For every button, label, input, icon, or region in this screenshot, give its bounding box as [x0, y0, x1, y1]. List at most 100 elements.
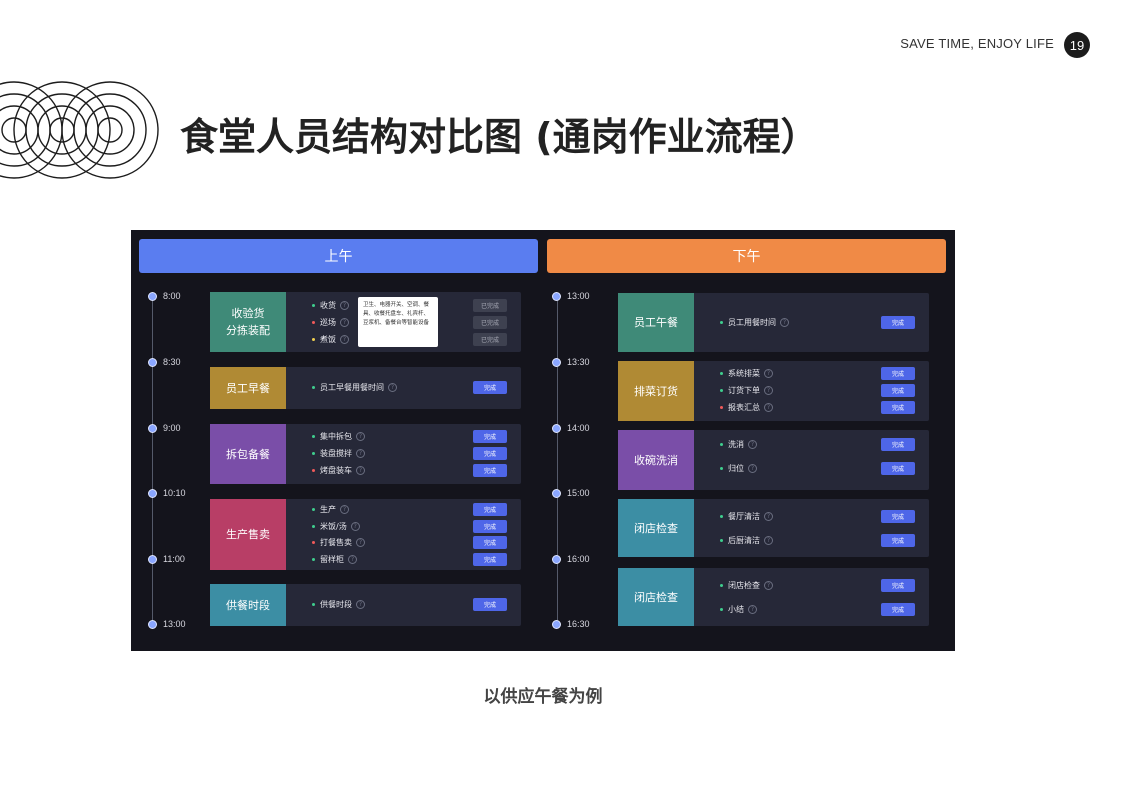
time-label: 15:00 [567, 488, 590, 498]
bullet-dot-icon [720, 467, 723, 470]
time-label: 13:00 [567, 291, 590, 301]
task-label: 订货下单 [728, 386, 760, 395]
task-item: 餐厅清洁? [720, 511, 773, 522]
time-marker: 11:00 [148, 554, 185, 564]
complete-button[interactable]: 完成 [473, 598, 507, 611]
help-icon[interactable]: ? [764, 536, 773, 545]
time-marker: 9:00 [148, 423, 181, 433]
task-label: 生产 [320, 505, 336, 514]
complete-button[interactable]: 完成 [473, 553, 507, 566]
task-label: 报表汇总 [728, 403, 760, 412]
complete-button[interactable]: 完成 [881, 438, 915, 451]
task-label: 巡场 [320, 318, 336, 327]
bullet-dot-icon [312, 321, 315, 324]
help-icon[interactable]: ? [340, 335, 349, 344]
help-icon[interactable]: ? [764, 369, 773, 378]
complete-button[interactable]: 完成 [881, 462, 915, 475]
task-label: 员工早餐用餐时间 [320, 383, 384, 392]
complete-button[interactable]: 完成 [881, 579, 915, 592]
category-label: 收碗洗消 [618, 430, 694, 490]
task-tooltip: 卫生、电器开关、空调、餐具、收餐托盘车、礼宾杆、豆浆机、备餐台等智能设备 [358, 297, 438, 347]
complete-button[interactable]: 完成 [881, 316, 915, 329]
time-dot-icon [148, 291, 157, 301]
complete-button[interactable]: 完成 [473, 447, 507, 460]
bullet-dot-icon [720, 608, 723, 611]
task-group: 拆包备餐集中拆包?完成装盘搅拌?完成烤盘装车?完成 [210, 424, 521, 484]
task-item: 烤盘装车? [312, 465, 365, 476]
bullet-dot-icon [312, 469, 315, 472]
bullet-dot-icon [312, 386, 315, 389]
complete-button[interactable]: 完成 [881, 401, 915, 414]
task-label: 烤盘装车 [320, 466, 352, 475]
complete-button[interactable]: 完成 [881, 534, 915, 547]
time-dot-icon [148, 423, 157, 433]
help-icon[interactable]: ? [340, 301, 349, 310]
bullet-dot-icon [720, 389, 723, 392]
concentric-circles-decoration [0, 81, 159, 179]
help-icon[interactable]: ? [780, 318, 789, 327]
complete-button[interactable]: 已完成 [473, 316, 507, 329]
bullet-dot-icon [720, 539, 723, 542]
complete-button[interactable]: 完成 [473, 503, 507, 516]
help-icon[interactable]: ? [356, 538, 365, 547]
help-icon[interactable]: ? [348, 555, 357, 564]
help-icon[interactable]: ? [356, 466, 365, 475]
task-item: 煮饭? [312, 334, 349, 345]
help-icon[interactable]: ? [356, 432, 365, 441]
complete-button[interactable]: 已完成 [473, 299, 507, 312]
complete-button[interactable]: 完成 [473, 430, 507, 443]
morning-header: 上午 [139, 239, 538, 273]
help-icon[interactable]: ? [764, 403, 773, 412]
time-marker: 8:30 [148, 357, 181, 367]
time-label: 8:30 [163, 357, 181, 367]
complete-button[interactable]: 已完成 [473, 333, 507, 346]
task-item: 留样柜? [312, 554, 357, 565]
help-icon[interactable]: ? [764, 581, 773, 590]
complete-button[interactable]: 完成 [881, 367, 915, 380]
help-icon[interactable]: ? [748, 464, 757, 473]
complete-button[interactable]: 完成 [881, 603, 915, 616]
task-group: 闭店检查餐厅清洁?完成后厨清洁?完成 [618, 499, 929, 557]
help-icon[interactable]: ? [748, 440, 757, 449]
complete-button[interactable]: 完成 [473, 536, 507, 549]
complete-button[interactable]: 完成 [473, 464, 507, 477]
time-marker: 10:10 [148, 488, 186, 498]
help-icon[interactable]: ? [340, 318, 349, 327]
help-icon[interactable]: ? [350, 522, 360, 531]
help-icon[interactable]: ? [340, 505, 349, 514]
time-dot-icon [148, 619, 157, 629]
task-label: 装盘搅拌 [320, 449, 352, 458]
category-label: 拆包备餐 [210, 424, 286, 484]
time-dot-icon [552, 619, 561, 629]
help-icon[interactable]: ? [764, 386, 773, 395]
task-label: 系统排菜 [728, 369, 760, 378]
time-marker: 13:00 [148, 619, 186, 629]
task-label: 洗消 [728, 440, 744, 449]
task-label: 闭店检查 [728, 581, 760, 590]
time-marker: 15:00 [552, 488, 590, 498]
help-icon[interactable]: ? [764, 512, 773, 521]
task-item: 生产? [312, 504, 349, 515]
task-label: 供餐时段 [320, 600, 352, 609]
help-icon[interactable]: ? [356, 449, 365, 458]
bullet-dot-icon [312, 338, 315, 341]
help-icon[interactable]: ? [356, 600, 365, 609]
time-dot-icon [148, 488, 157, 498]
bullet-dot-icon [312, 304, 315, 307]
complete-button[interactable]: 完成 [473, 381, 507, 394]
task-label: 米饭/汤 [320, 522, 347, 531]
complete-button[interactable]: 完成 [473, 520, 507, 533]
time-label: 16:00 [567, 554, 590, 564]
time-dot-icon [148, 554, 157, 564]
task-label: 餐厅清洁 [728, 512, 760, 521]
complete-button[interactable]: 完成 [881, 510, 915, 523]
bullet-dot-icon [720, 321, 723, 324]
time-label: 14:00 [567, 423, 590, 433]
help-icon[interactable]: ? [388, 383, 397, 392]
category-label: 员工早餐 [210, 367, 286, 409]
tagline: SAVE TIME, ENJOY LIFE [900, 36, 1054, 51]
task-item: 米饭/汤? [312, 521, 360, 532]
complete-button[interactable]: 完成 [881, 384, 915, 397]
task-label: 留样柜 [320, 555, 344, 564]
help-icon[interactable]: ? [748, 605, 757, 614]
